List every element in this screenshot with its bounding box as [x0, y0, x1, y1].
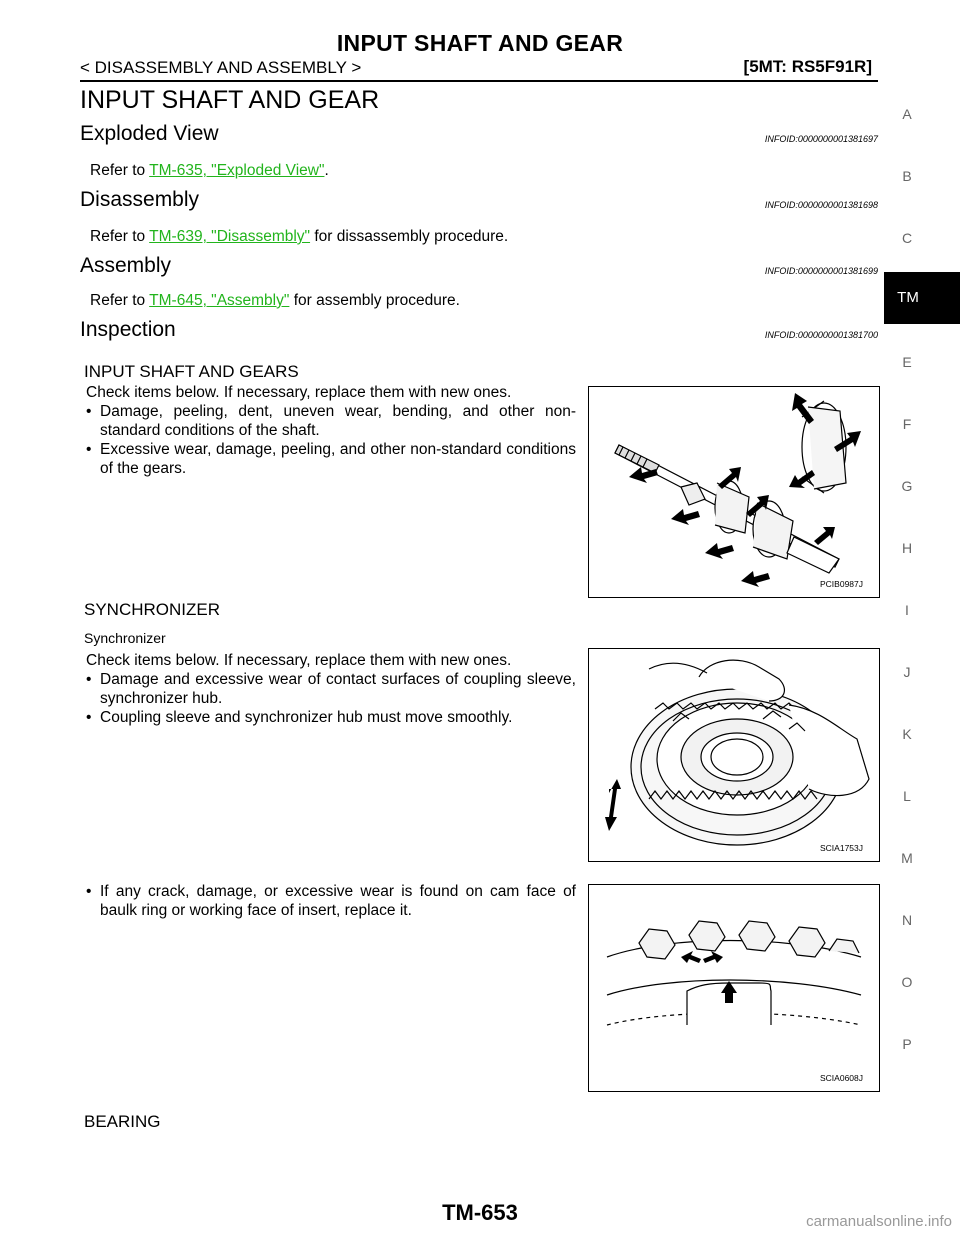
subheading-synchronizer: SYNCHRONIZER — [84, 600, 221, 619]
input-shaft-illustration — [614, 393, 861, 587]
subheading-bearing: BEARING — [84, 1112, 161, 1131]
section-index-h[interactable]: H — [901, 540, 913, 556]
check-intro: Check items below. If necessary, replace… — [86, 652, 512, 669]
infoid-disassembly: INFOID:0000000001381698 — [764, 200, 878, 210]
figure-baulk-ring: SCIA0608J — [588, 884, 880, 1092]
infoid-assembly: INFOID:0000000001381699 — [764, 266, 878, 276]
page-title: INPUT SHAFT AND GEAR — [80, 86, 380, 114]
watermark: carmanualsonline.info — [806, 1213, 952, 1230]
reference-suffix: for dissassembly procedure. — [310, 228, 509, 245]
section-index-l[interactable]: L — [903, 788, 911, 804]
section-index-f[interactable]: F — [902, 416, 912, 432]
reference-prefix: Refer to — [90, 162, 150, 179]
section-index-n[interactable]: N — [901, 912, 913, 928]
baulk-ring-check-list: If any crack, damage, or excessive wear … — [86, 882, 576, 920]
figure-code: SCIA1753J — [820, 843, 863, 853]
synchronizer-illustration — [605, 659, 870, 846]
baulk-ring-illustration — [606, 920, 862, 1026]
section-index-tm-active[interactable]: TM — [884, 272, 960, 324]
section-index-a[interactable]: A — [902, 106, 912, 122]
figure-input-shaft: PCIB0987J — [588, 386, 880, 598]
arrow-markers — [629, 393, 861, 587]
arrow-markers — [681, 951, 737, 1003]
section-index-g[interactable]: G — [901, 478, 913, 494]
section-index-b[interactable]: B — [902, 168, 912, 184]
header-divider — [80, 80, 878, 82]
link-exploded-view[interactable]: TM-635, "Exploded View" — [149, 162, 325, 179]
input-shaft-check-list: Check items below. If necessary, replace… — [86, 383, 576, 478]
page-number: TM-653 — [442, 1200, 518, 1225]
section-heading-exploded-view: Exploded View — [80, 122, 219, 145]
figure-code: SCIA0608J — [820, 1073, 863, 1083]
link-assembly[interactable]: TM-645, "Assembly" — [149, 292, 290, 309]
check-item-baulk-ring: If any crack, damage, or excessive wear … — [86, 882, 576, 920]
section-index-i[interactable]: I — [905, 602, 909, 618]
header-model-code: [5MT: RS5F91R] — [743, 57, 872, 76]
infoid-exploded-view: INFOID:0000000001381697 — [764, 134, 878, 144]
header-title: INPUT SHAFT AND GEAR — [336, 30, 624, 56]
link-disassembly[interactable]: TM-639, "Disassembly" — [149, 228, 311, 245]
reference-prefix: Refer to — [90, 292, 150, 309]
section-index-c[interactable]: C — [901, 230, 913, 246]
section-heading-inspection: Inspection — [80, 318, 176, 341]
header-subtitle: < DISASSEMBLY AND ASSEMBLY > — [80, 58, 362, 77]
section-heading-assembly: Assembly — [80, 254, 172, 277]
reference-prefix: Refer to — [90, 228, 150, 245]
subheading-synchronizer-detail: Synchronizer — [84, 630, 166, 646]
figure-synchronizer: SCIA1753J — [588, 648, 880, 862]
figure-code: PCIB0987J — [820, 579, 863, 589]
section-index-o[interactable]: O — [901, 974, 913, 990]
double-arrow-marker — [605, 779, 621, 831]
synchronizer-check-list: Check items below. If necessary, replace… — [86, 651, 576, 727]
check-item-smooth-movement: Coupling sleeve and synchronizer hub mus… — [86, 708, 576, 727]
section-heading-disassembly: Disassembly — [80, 188, 200, 211]
check-item-shaft: Damage, peeling, dent, uneven wear, bend… — [86, 402, 576, 440]
section-index-m[interactable]: M — [901, 850, 913, 866]
infoid-inspection: INFOID:0000000001381700 — [764, 330, 878, 340]
reference-suffix: . — [324, 162, 329, 179]
section-index-sidebar: A B C TM E F G H I J K L M N O P — [884, 0, 960, 1242]
assembly-reference: Refer to TM-645, "Assembly" for assembly… — [90, 292, 460, 310]
check-item-contact-surfaces: Damage and excessive wear of contact sur… — [86, 670, 576, 708]
check-intro: Check items below. If necessary, replace… — [86, 384, 512, 401]
disassembly-reference: Refer to TM-639, "Disassembly" for dissa… — [90, 228, 508, 246]
section-index-p[interactable]: P — [902, 1036, 912, 1052]
section-index-j[interactable]: J — [903, 664, 911, 680]
reference-suffix: for assembly procedure. — [289, 292, 460, 309]
subheading-input-shaft-and-gears: INPUT SHAFT AND GEARS — [84, 362, 299, 381]
check-item-gears: Excessive wear, damage, peeling, and oth… — [86, 440, 576, 478]
exploded-view-reference: Refer to TM-635, "Exploded View". — [90, 162, 329, 180]
section-index-e[interactable]: E — [902, 354, 912, 370]
section-index-k[interactable]: K — [902, 726, 912, 742]
